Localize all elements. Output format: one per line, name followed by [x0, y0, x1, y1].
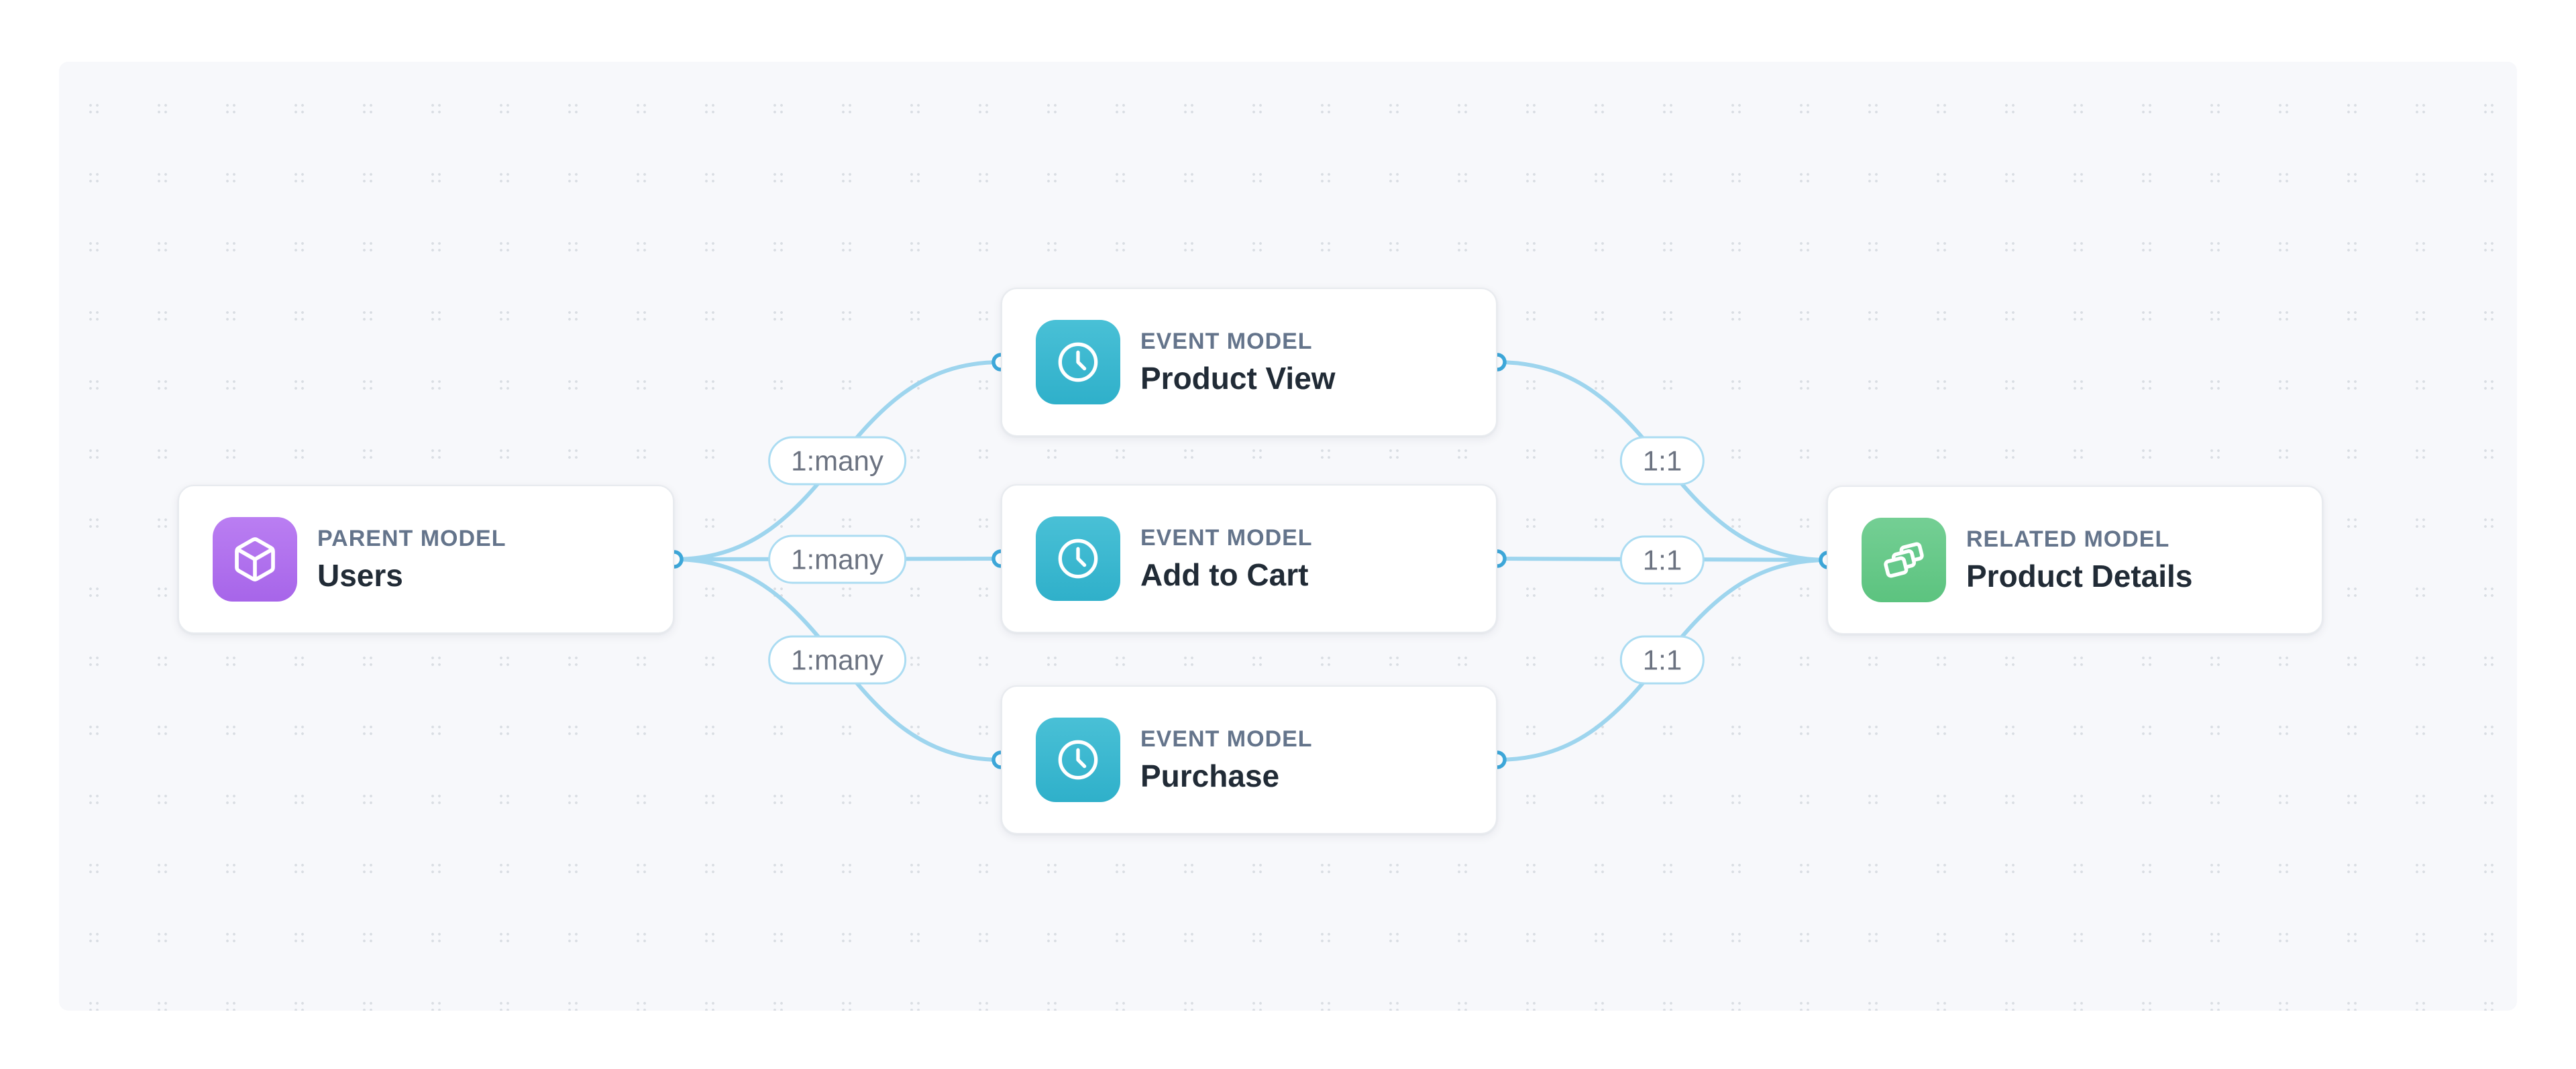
node-type-label: EVENT MODEL: [1140, 525, 1313, 551]
node-product-details[interactable]: RELATED MODEL Product Details: [1827, 486, 2323, 634]
node-title: Product View: [1140, 361, 1336, 396]
cube-icon: [213, 517, 297, 602]
node-title: Add to Cart: [1140, 557, 1309, 593]
edge-label-11-bottom[interactable]: 1:1: [1619, 635, 1705, 685]
node-users[interactable]: PARENT MODEL Users: [178, 485, 674, 634]
node-type-label: RELATED MODEL: [1966, 526, 2170, 553]
node-type-label: EVENT MODEL: [1140, 726, 1313, 752]
node-type-label: EVENT MODEL: [1140, 329, 1313, 355]
node-purchase[interactable]: EVENT MODEL Purchase: [1001, 685, 1497, 834]
node-add-to-cart[interactable]: EVENT MODEL Add to Cart: [1001, 484, 1497, 633]
clock-icon: [1036, 320, 1120, 404]
clock-icon: [1036, 516, 1120, 601]
layers-icon: [1862, 518, 1946, 602]
node-title: Purchase: [1140, 758, 1280, 794]
edge-label-11-middle[interactable]: 1:1: [1619, 535, 1705, 585]
edge-label-11-top[interactable]: 1:1: [1619, 436, 1705, 486]
edge-label-1many-middle[interactable]: 1:many: [768, 534, 906, 584]
edge-label-1many-top[interactable]: 1:many: [768, 436, 906, 486]
node-type-label: PARENT MODEL: [317, 526, 506, 552]
edge-label-1many-bottom[interactable]: 1:many: [768, 635, 906, 685]
clock-icon: [1036, 718, 1120, 802]
node-title: Product Details: [1966, 559, 2193, 594]
node-title: Users: [317, 558, 403, 594]
node-product-view[interactable]: EVENT MODEL Product View: [1001, 288, 1497, 437]
